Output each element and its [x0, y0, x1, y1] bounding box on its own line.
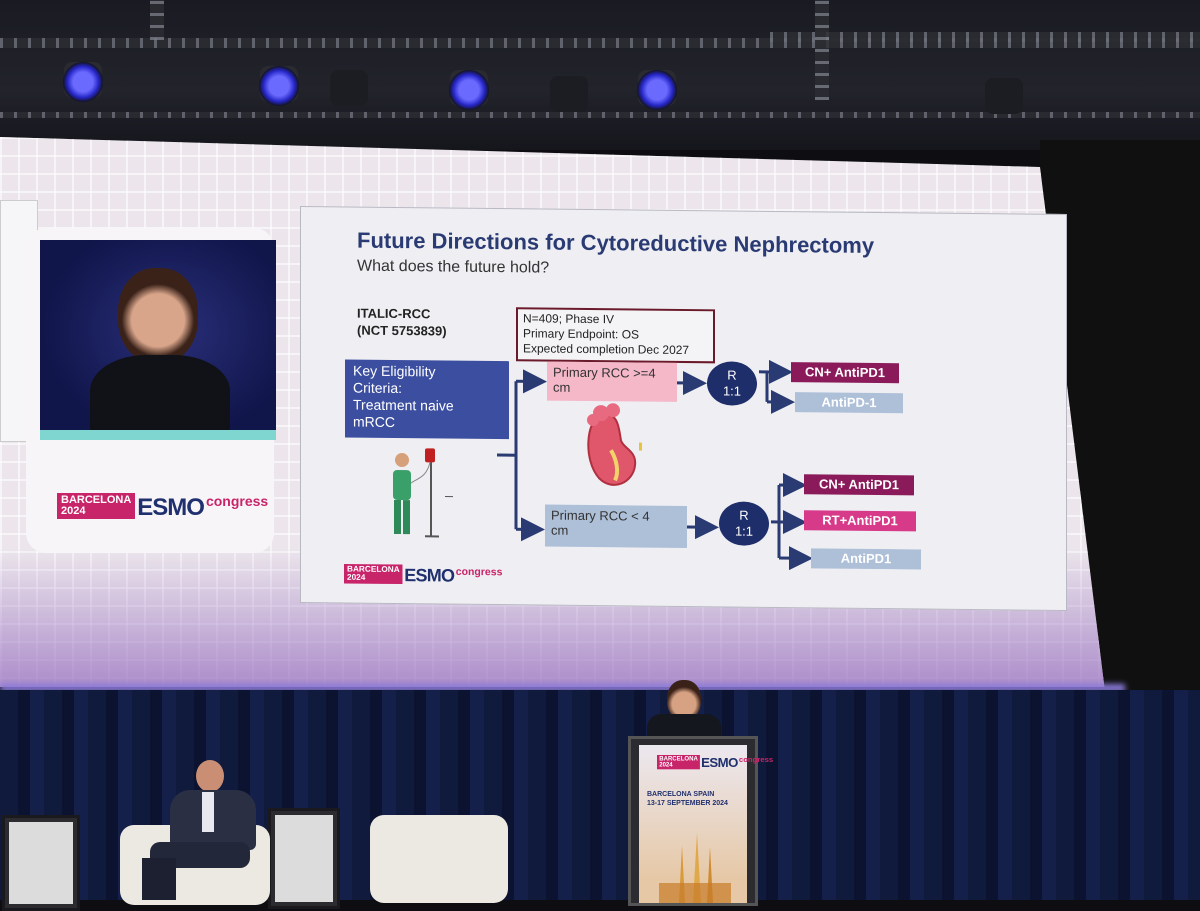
stage-light	[64, 62, 102, 98]
logo-year: 2024	[61, 506, 131, 517]
slide-subtitle: What does the future hold?	[357, 258, 549, 278]
criteria-line: Treatment naive	[353, 397, 501, 416]
podium-speaker	[645, 680, 721, 740]
presentation-slide: Future Directions for Cytoreductive Neph…	[300, 206, 1067, 611]
study-info-box: N=409; Phase IV Primary Endpoint: OS Exp…	[516, 307, 715, 363]
logo-year: 2024	[659, 762, 698, 768]
study-info-line: Expected completion Dec 2027	[523, 341, 708, 358]
group-label: Primary RCC < 4	[551, 508, 681, 524]
lectern: BARCELONA 2024 ESMO congress BARCELONA S…	[628, 736, 758, 906]
truss-support	[815, 0, 829, 100]
logo-city-block: BARCELONA 2024	[57, 493, 135, 519]
logo-name: ESMO	[404, 568, 454, 585]
group-small-rcc: Primary RCC < 4 cm	[545, 505, 687, 548]
lounge-chair	[370, 815, 508, 903]
arm-cn-antipd1-upper: CN+ AntiPD1	[791, 362, 899, 383]
arm-cn-antipd1-lower: CN+ AntiPD1	[804, 474, 914, 495]
randomization-circle-lower: R 1:1	[719, 501, 769, 546]
logo-name: ESMO	[701, 757, 738, 769]
lectern-dates: 13-17 SEPTEMBER 2024	[647, 800, 728, 808]
lighting-truss	[770, 32, 1200, 42]
logo-suffix: congress	[456, 565, 503, 577]
logo-suffix: congress	[206, 493, 268, 509]
ceiling-rig	[0, 0, 1200, 150]
logo-year: 2024	[347, 574, 400, 583]
seated-panelist	[130, 758, 260, 900]
lighting-truss	[0, 112, 1200, 118]
presenter-video	[40, 240, 276, 440]
stage-light	[330, 70, 368, 106]
randomization-ratio: 1:1	[719, 523, 769, 540]
stage-light	[260, 66, 298, 102]
lectern-esmo-logo: BARCELONA 2024 ESMO congress	[657, 755, 773, 769]
randomization-label: R	[719, 507, 769, 524]
arm-rt-antipd1: RT+AntiPD1	[804, 510, 916, 531]
video-caption-bar	[40, 430, 276, 440]
logo-suffix: congress	[739, 755, 773, 764]
trial-name: ITALIC-RCC (NCT 5753839)	[357, 305, 447, 340]
arm-antipd1-upper: AntiPD-1	[795, 392, 903, 413]
criteria-line: Key Eligibility	[353, 363, 501, 382]
stage-light	[985, 78, 1023, 114]
stage-light	[550, 76, 588, 112]
slide-title: Future Directions for Cytoreductive Neph…	[357, 228, 874, 259]
lectern-panel: BARCELONA 2024 ESMO congress BARCELONA S…	[639, 745, 747, 903]
stage-light	[638, 70, 676, 106]
lectern-location: BARCELONA SPAIN	[647, 791, 714, 799]
stage-light	[450, 70, 488, 106]
truss-support	[150, 0, 164, 40]
stage-monitor	[2, 815, 80, 911]
arm-antipd1-lower: AntiPD1	[811, 548, 921, 569]
criteria-line: mRCC	[353, 414, 501, 433]
kidney-icon	[587, 403, 642, 485]
group-label: Primary RCC >=4	[553, 365, 671, 381]
trial-acronym: ITALIC-RCC	[357, 305, 447, 323]
logo-city-block: BARCELONA 2024	[344, 564, 403, 584]
randomization-ratio: 1:1	[707, 383, 757, 400]
patient-iv-icon	[393, 448, 453, 537]
esmo-logo: BARCELONA 2024 ESMO congress	[57, 493, 268, 519]
logo-name: ESMO	[137, 497, 204, 519]
group-label: cm	[553, 380, 671, 396]
sagrada-familia-illustration	[649, 825, 739, 903]
slide-esmo-logo: BARCELONA 2024 ESMO congress	[344, 564, 502, 585]
logo-city-block: BARCELONA 2024	[657, 755, 700, 769]
trial-registration: (NCT 5753839)	[357, 322, 447, 340]
presenter-head	[118, 268, 198, 363]
presenter-body	[90, 355, 230, 440]
randomization-label: R	[707, 367, 757, 384]
stage-monitor	[268, 808, 340, 909]
randomization-circle-upper: R 1:1	[707, 361, 757, 406]
eligibility-criteria-box: Key Eligibility Criteria: Treatment naiv…	[345, 359, 509, 439]
group-large-rcc: Primary RCC >=4 cm	[547, 362, 677, 402]
group-label: cm	[551, 523, 681, 539]
criteria-line: Criteria:	[353, 380, 501, 399]
